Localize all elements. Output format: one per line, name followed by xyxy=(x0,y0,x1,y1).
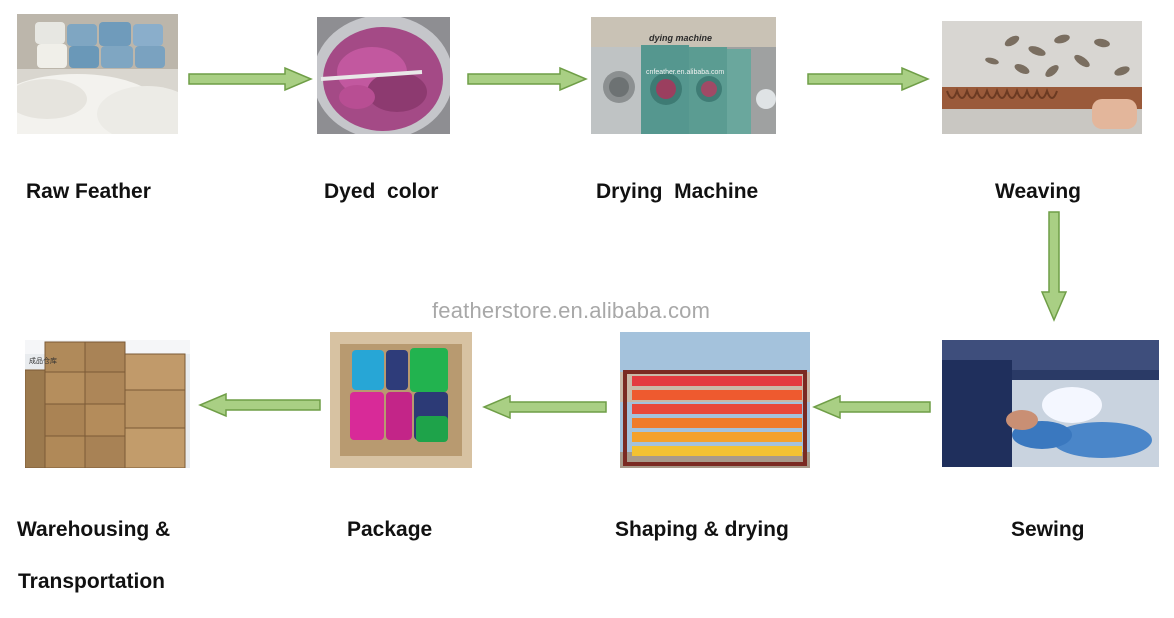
step-label-package: Package xyxy=(347,518,433,541)
arrow-down-icon xyxy=(1040,210,1068,322)
arrow-left-icon xyxy=(482,394,608,420)
step-label-shaping-drying: Shaping & drying xyxy=(615,518,789,541)
step-label-weaving: Weaving xyxy=(995,180,1081,203)
dyed-color-photo xyxy=(317,17,450,134)
photo-caption-watermark: cnfeather.en.alibaba.com xyxy=(646,69,725,76)
step-label-dyed-color: Dyed color xyxy=(324,180,439,203)
raw-feather-photo xyxy=(17,14,178,134)
watermark: featherstore.en.alibaba.com xyxy=(432,298,711,323)
step-label-raw-feather: Raw Feather xyxy=(26,180,151,203)
arrow-left-icon xyxy=(812,394,932,420)
step-label-warehousing: Warehousing & xyxy=(17,518,171,541)
step-label-drying-machine: Drying Machine xyxy=(596,180,759,203)
arrow-right-icon xyxy=(806,66,930,92)
photo-caption-dying-machine: dying machine xyxy=(649,33,713,43)
arrow-right-icon xyxy=(187,66,313,92)
weaving-photo xyxy=(942,21,1142,134)
photo-caption-warehouse: 成品仓库 xyxy=(29,357,57,365)
arrow-left-icon xyxy=(198,392,322,418)
arrow-right-icon xyxy=(466,66,588,92)
shaping-drying-photo xyxy=(620,332,810,468)
package-photo xyxy=(330,332,472,468)
step-label-sewing: Sewing xyxy=(1011,518,1085,541)
step-label-transportation: Transportation xyxy=(18,570,166,593)
drying-machine-photo: dying machine cnfeather.en.alibaba.com xyxy=(591,17,776,134)
sewing-photo xyxy=(942,340,1159,467)
warehousing-photo: 成品仓库 xyxy=(25,340,190,468)
